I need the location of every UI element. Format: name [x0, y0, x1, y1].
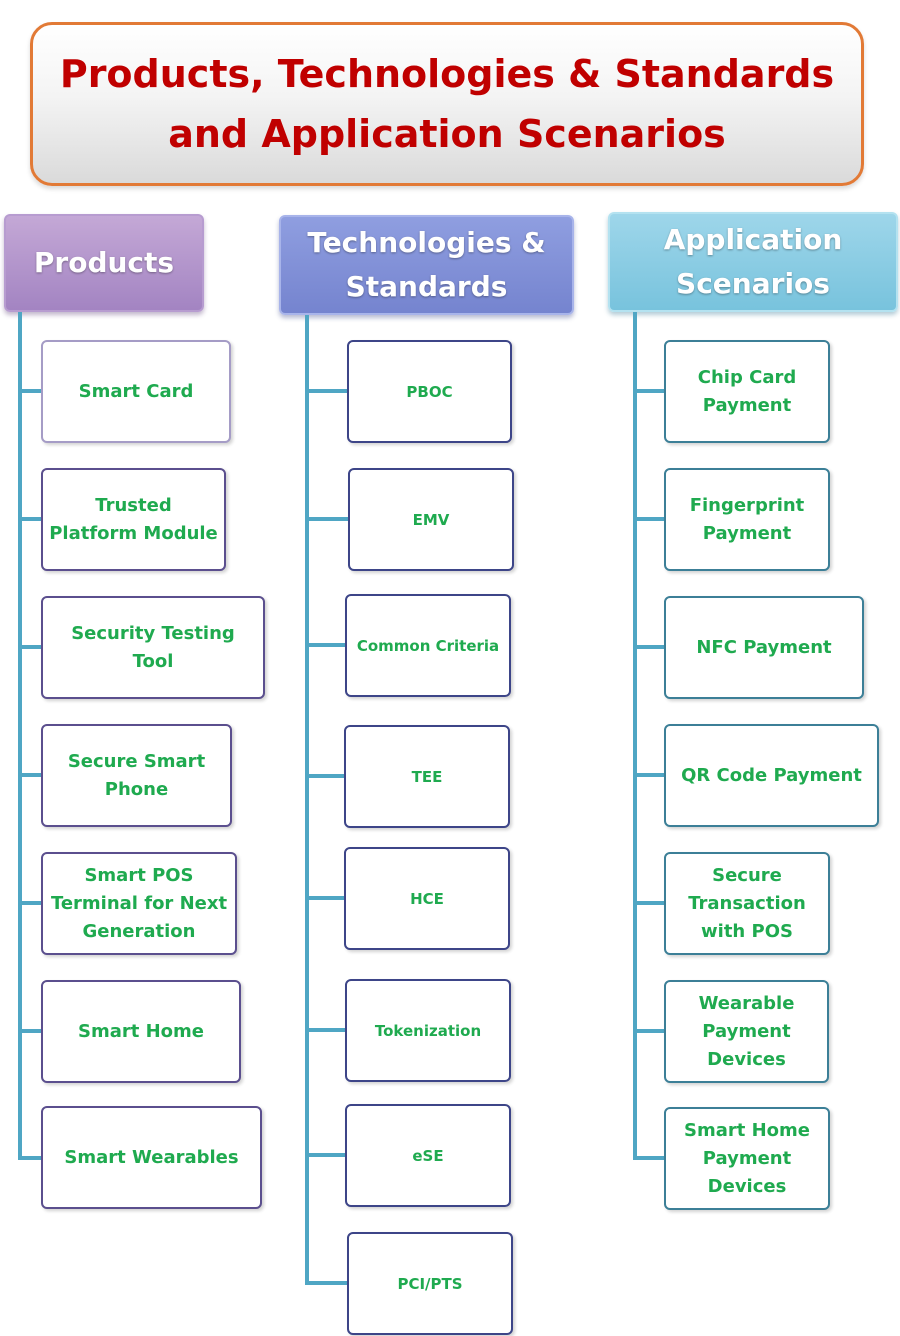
technologies-connector-trunk — [305, 315, 309, 1284]
applications-connector-trunk — [633, 312, 637, 1160]
app-node-secure-transaction-with-pos: Secure Transaction with POS — [664, 852, 830, 955]
tech-node-label: eSE — [412, 1146, 444, 1165]
products-connector-trunk — [18, 312, 22, 1160]
technologies-connector-branch — [305, 1028, 346, 1032]
app-node-label: Secure Transaction with POS — [688, 864, 806, 942]
app-node-qr-code-payment: QR Code Payment — [664, 724, 879, 827]
products-connector-branch — [18, 645, 42, 649]
product-node-label: Smart Home — [77, 1020, 204, 1042]
tech-node-label: PCI/PTS — [397, 1274, 463, 1293]
tech-node-pboc: PBOC — [347, 340, 512, 443]
technologies-connector-branch — [305, 517, 349, 521]
tech-node-label: TEE — [411, 767, 443, 786]
tech-node-label: Common Criteria — [356, 636, 500, 655]
tech-node-common-criteria: Common Criteria — [345, 594, 511, 697]
tech-node-label: HCE — [410, 889, 444, 908]
tech-node-tokenization: Tokenization — [345, 979, 511, 1082]
product-node-smart-home: Smart Home — [41, 980, 241, 1083]
product-node-trusted-platform-module: Trusted Platform Module — [41, 468, 226, 571]
app-node-label: QR Code Payment — [681, 764, 862, 786]
app-node-label: Smart Home Payment Devices — [683, 1119, 810, 1197]
products-connector-branch — [18, 389, 42, 393]
applications-connector-branch — [633, 901, 665, 905]
products-connector-branch — [18, 517, 42, 521]
applications-header: Application Scenarios — [608, 212, 898, 312]
app-node-label: Wearable Payment Devices — [698, 992, 795, 1070]
applications-connector-branch — [633, 773, 665, 777]
technologies-connector-branch — [305, 643, 346, 647]
tech-node-hce: HCE — [344, 847, 510, 950]
tech-node-label: EMV — [412, 510, 450, 529]
product-node-label: Smart Card — [78, 380, 194, 402]
app-node-label: NFC Payment — [696, 636, 832, 658]
app-node-label: Fingerprint Payment — [689, 494, 805, 544]
applications-connector-branch — [633, 1156, 665, 1160]
applications-connector-branch — [633, 517, 665, 521]
tech-node-pci-pts: PCI/PTS — [347, 1232, 513, 1335]
products-header-label: Products — [33, 246, 175, 279]
products-connector-branch — [18, 1156, 42, 1160]
product-node-label: Smart Wearables — [64, 1146, 239, 1168]
applications-connector-branch — [633, 389, 665, 393]
products-connector-branch — [18, 773, 42, 777]
technologies-connector-branch — [305, 389, 348, 393]
product-node-security-testing-tool: Security Testing Tool — [41, 596, 265, 699]
technologies-header: Technologies & Standards — [279, 215, 574, 315]
app-node-fingerprint-payment: Fingerprint Payment — [664, 468, 830, 571]
product-node-label: Security Testing Tool — [71, 622, 235, 672]
app-node-nfc-payment: NFC Payment — [664, 596, 864, 699]
tech-node-ese: eSE — [345, 1104, 511, 1207]
products-connector-branch — [18, 1029, 42, 1033]
tech-node-label: Tokenization — [374, 1021, 482, 1040]
products-header: Products — [4, 214, 204, 312]
product-node-secure-smart-phone: Secure Smart Phone — [41, 724, 232, 827]
applications-connector-branch — [633, 645, 665, 649]
technologies-connector-branch — [305, 774, 345, 778]
tech-node-label: PBOC — [406, 382, 453, 401]
product-node-label: Smart POS Terminal for Next Generation — [50, 864, 228, 942]
app-node-wearable-payment-devices: Wearable Payment Devices — [664, 980, 829, 1083]
product-node-label: Secure Smart Phone — [67, 750, 206, 800]
tech-node-emv: EMV — [348, 468, 514, 571]
title-box: Products, Technologies & Standards and A… — [30, 22, 864, 186]
diagram-title: Products, Technologies & Standards and A… — [59, 52, 835, 156]
products-connector-branch — [18, 901, 42, 905]
app-node-chip-card-payment: Chip Card Payment — [664, 340, 830, 443]
app-node-smart-home-payment-devices: Smart Home Payment Devices — [664, 1107, 830, 1210]
applications-connector-branch — [633, 1029, 665, 1033]
technologies-header-label: Technologies & Standards — [307, 226, 546, 303]
technologies-connector-branch — [305, 1153, 346, 1157]
applications-header-label: Application Scenarios — [663, 223, 843, 300]
technologies-connector-branch — [305, 896, 345, 900]
tech-node-tee: TEE — [344, 725, 510, 828]
product-node-label: Trusted Platform Module — [49, 494, 218, 544]
product-node-smart-card: Smart Card — [41, 340, 231, 443]
product-node-smart-wearables: Smart Wearables — [41, 1106, 262, 1209]
app-node-label: Chip Card Payment — [697, 366, 797, 416]
product-node-smart-pos-terminal: Smart POS Terminal for Next Generation — [41, 852, 237, 955]
technologies-connector-branch — [305, 1281, 348, 1285]
